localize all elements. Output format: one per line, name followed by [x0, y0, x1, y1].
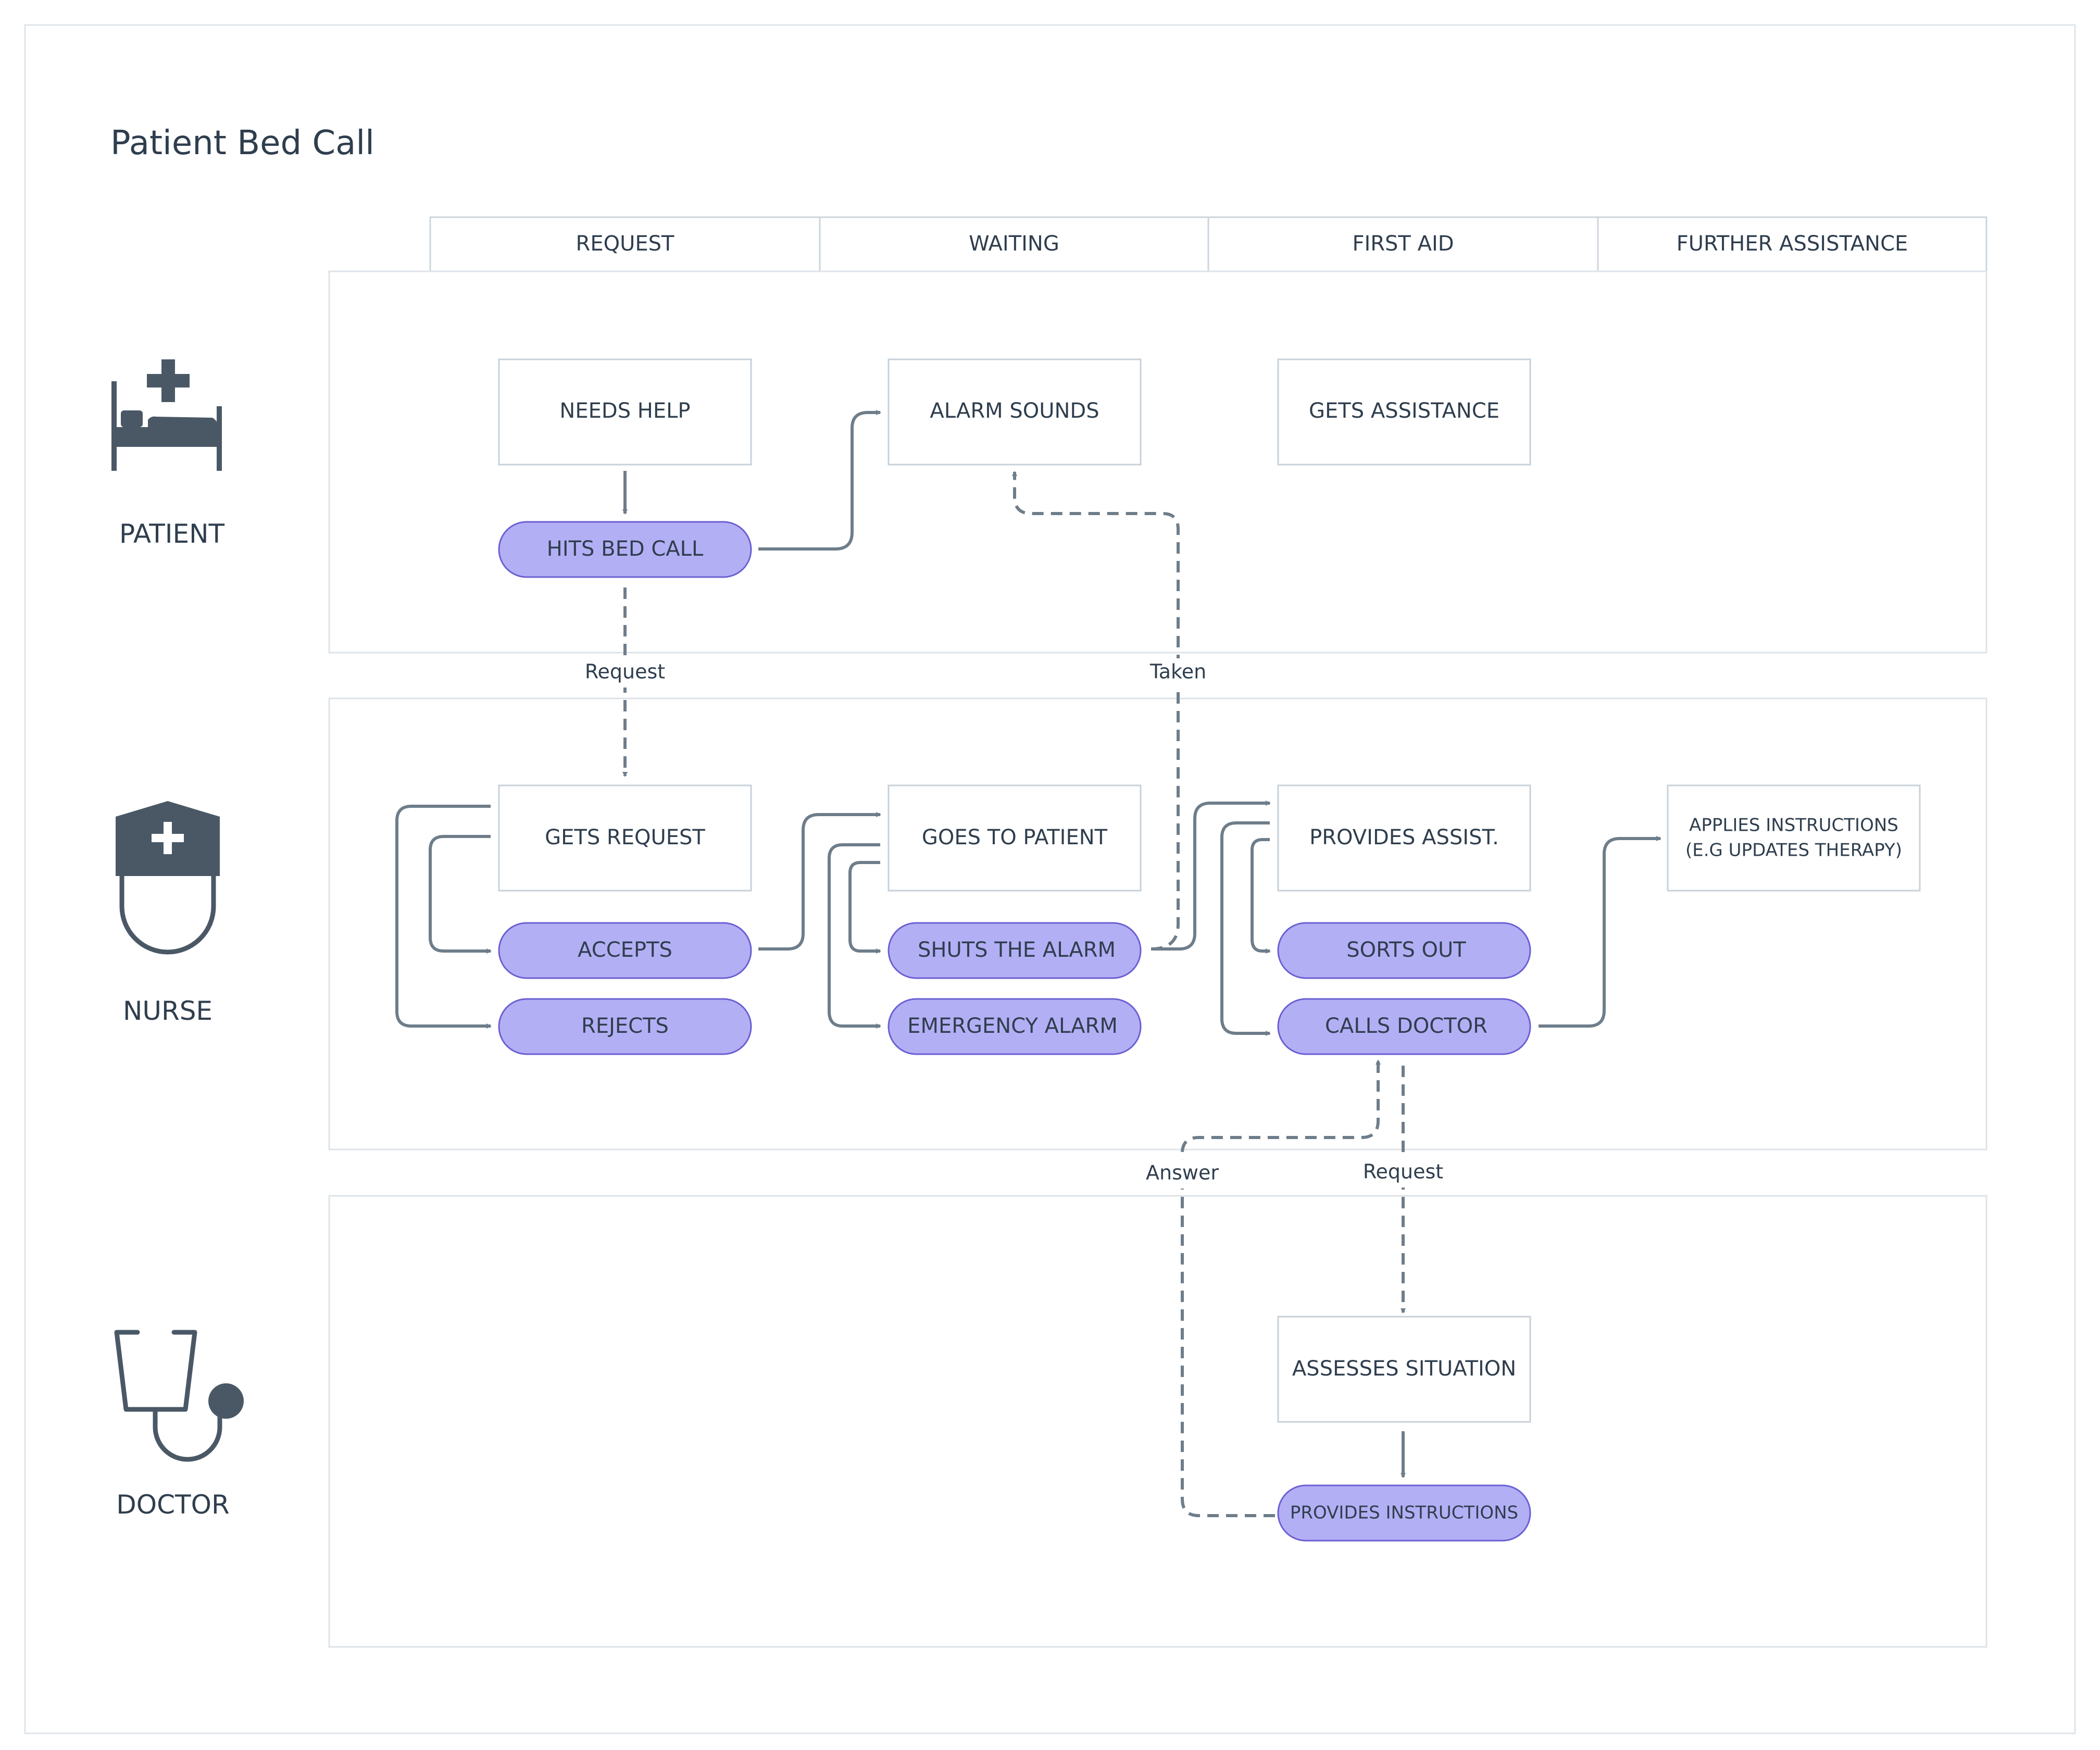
node-label-alarm-sounds: ALARM SOUNDS [930, 399, 1099, 423]
edge-accepts-to-goes-to-patient [758, 812, 881, 951]
node-label-goes-to-patient: GOES TO PATIENT [922, 826, 1108, 849]
node-goes-to-patient[interactable]: GOES TO PATIENT [888, 784, 1142, 892]
node-label-applies-instructions: APPLIES INSTRUCTIONS [1689, 815, 1898, 836]
node-provides-instructions[interactable]: PROVIDES INSTRUCTIONS [1277, 1484, 1531, 1542]
edge-provides-instructions-to-calls-doctor [1181, 1059, 1381, 1517]
node-alarm-sounds[interactable]: ALARM SOUNDS [888, 358, 1142, 466]
node-accepts[interactable]: ACCEPTS [498, 922, 752, 979]
edge-goes-to-patient-to-emergency-alarm [828, 843, 881, 1029]
node-label-emergency-alarm: EMERGENCY ALARM [907, 1014, 1118, 1038]
phase-cell-further-assistance [1597, 216, 1988, 272]
phase-header: REQUEST WAITING FIRST AID FURTHER ASSIST… [429, 216, 1988, 272]
stethoscope-icon [114, 1330, 244, 1462]
edge-label-request-patient-nurse: Request [585, 660, 665, 683]
lane-doctor [328, 1195, 1988, 1648]
node-provides-assist[interactable]: PROVIDES ASSIST. [1277, 784, 1531, 892]
node-sorts-out[interactable]: SORTS OUT [1277, 922, 1531, 979]
node-label-applies-instructions-example: (E.G UPDATES THERAPY) [1685, 840, 1902, 861]
edge-shuts-alarm-to-provides-assist [1151, 801, 1271, 951]
lane-patient [328, 270, 1988, 654]
node-assesses-situation[interactable]: ASSESSES SITUATION [1277, 1316, 1531, 1423]
lane-label-nurse: NURSE [123, 996, 213, 1026]
edges [395, 410, 1661, 1517]
edge-label-taken: Taken [1149, 660, 1206, 683]
edge-gets-request-to-accepts [429, 835, 492, 954]
phase-cell-waiting [819, 216, 1209, 272]
node-label-sorts-out: SORTS OUT [1346, 938, 1466, 962]
node-applies-instructions[interactable]: APPLIES INSTRUCTIONS (E.G UPDATES THERAP… [1667, 784, 1921, 892]
edge-label-request-nurse-doctor: Request [1363, 1160, 1443, 1183]
lane-label-doctor: DOCTOR [116, 1490, 229, 1520]
hospital-bed-icon [111, 359, 222, 471]
edge-provides-assist-to-sorts-out [1251, 838, 1271, 954]
edge-hits-bed-call-to-alarm-sounds [758, 410, 881, 551]
node-label-rejects: REJECTS [581, 1014, 669, 1038]
phase-label-request: REQUEST [576, 232, 674, 256]
node-label-provides-instructions: PROVIDES INSTRUCTIONS [1290, 1503, 1518, 1523]
node-label-shuts-the-alarm: SHUTS THE ALARM [918, 938, 1116, 962]
edge-calls-doctor-to-applies-instructions [1539, 836, 1661, 1028]
page-title: Patient Bed Call [110, 124, 374, 162]
phase-label-waiting: WAITING [969, 232, 1059, 256]
edge-goes-to-patient-to-shuts-alarm [848, 861, 881, 954]
node-label-needs-help: NEEDS HELP [559, 399, 690, 423]
node-calls-doctor[interactable]: CALLS DOCTOR [1277, 998, 1531, 1055]
node-emergency-alarm[interactable]: EMERGENCY ALARM [888, 998, 1142, 1055]
node-gets-request[interactable]: GETS REQUEST [498, 784, 752, 892]
node-rejects[interactable]: REJECTS [498, 998, 752, 1055]
lane-label-patient: PATIENT [119, 519, 225, 549]
phase-label-further-assistance: FURTHER ASSISTANCE [1677, 232, 1908, 256]
node-label-provides-assist: PROVIDES ASSIST. [1309, 826, 1499, 849]
node-label-assesses-situation: ASSESSES SITUATION [1292, 1357, 1516, 1381]
node-shuts-the-alarm[interactable]: SHUTS THE ALARM [888, 922, 1142, 979]
edge-shuts-alarm-to-alarm-sounds [1012, 471, 1180, 951]
phase-label-first-aid: FIRST AID [1352, 232, 1454, 256]
node-gets-assistance[interactable]: GETS ASSISTANCE [1277, 358, 1531, 466]
lane-nurse [328, 697, 1988, 1151]
node-label-hits-bed-call: HITS BED CALL [547, 537, 704, 561]
edge-provides-assist-to-calls-doctor [1220, 821, 1271, 1036]
nurse-icon [116, 801, 220, 955]
node-needs-help[interactable]: NEEDS HELP [498, 358, 752, 466]
node-hits-bed-call[interactable]: HITS BED CALL [498, 521, 752, 578]
node-label-calls-doctor: CALLS DOCTOR [1325, 1014, 1488, 1038]
node-label-accepts: ACCEPTS [578, 938, 672, 962]
node-label-gets-request: GETS REQUEST [545, 826, 705, 849]
edge-labels: Request Taken Answer Request [580, 658, 1448, 1189]
outer-frame [24, 24, 2076, 1734]
edge-label-answer: Answer [1146, 1161, 1219, 1184]
edge-gets-request-to-rejects [395, 805, 492, 1029]
node-label-gets-assistance: GETS ASSISTANCE [1309, 399, 1499, 423]
